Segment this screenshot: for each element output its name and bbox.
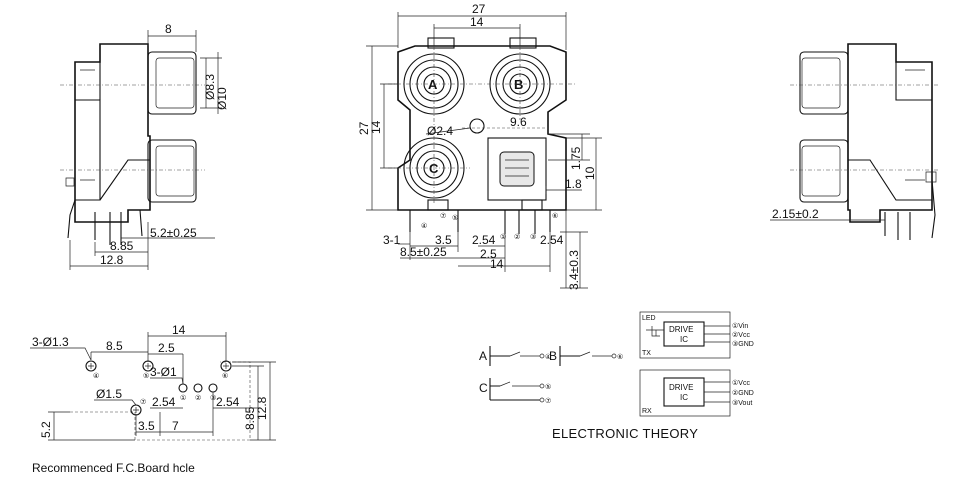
dim-128-label: 12.8 <box>100 253 124 267</box>
dim-14-height-label: 14 <box>369 120 383 134</box>
dim-85-label: 8.5±0.25 <box>400 245 447 259</box>
dim-10-label: 10 <box>583 166 597 180</box>
dim-96-label: 9.6 <box>510 115 527 129</box>
jack-b-label: B <box>514 77 523 92</box>
theory-drive-tx: DRIVE <box>669 325 693 334</box>
theory-led-label: LED <box>642 315 656 322</box>
pcb-dim-254a-label: 2.54 <box>152 395 176 409</box>
dim-175-label: 1.75 <box>569 146 583 170</box>
dim-215-label: 2.15±0.2 <box>772 207 819 221</box>
dim-14-inner-label: 14 <box>470 15 484 29</box>
svg-text:⑤: ⑤ <box>545 383 551 391</box>
dim-25-label: 2.5 <box>480 247 497 261</box>
rx-pin-1: ①Vcc <box>732 379 750 387</box>
svg-text:⑤: ⑤ <box>143 372 149 380</box>
electronic-theory: A ④ B ⑥ C ⑤ ⑦ LED TX DRIVE IC ①Vin ②Vcc … <box>479 311 754 441</box>
dim-d10-label: Ø10 <box>215 87 229 110</box>
pin-2-label: ② <box>514 234 520 241</box>
left-side-view: 8 Ø8.3 Ø10 5.2±0.25 8.85 12.8 <box>60 22 229 270</box>
svg-text:⑦: ⑦ <box>545 397 551 405</box>
dim-18-label: 1.8 <box>565 177 582 191</box>
theory-a-label: A <box>479 349 487 363</box>
svg-text:①: ① <box>180 394 186 402</box>
tx-pin-1: ①Vin <box>732 322 748 330</box>
svg-text:⑥: ⑥ <box>222 372 228 380</box>
pcb-dim-85-label: 8.5 <box>106 339 123 353</box>
theory-caption: ELECTRONIC THEORY <box>552 426 698 441</box>
tx-pin-3: ③GND <box>732 340 754 348</box>
pin-5-label: ⑤ <box>452 214 458 222</box>
pcb-caption: Recommenced F.C.Board hcle <box>32 461 195 475</box>
pin-4-label: ④ <box>421 222 427 230</box>
dim-27-height-label: 27 <box>357 121 371 135</box>
tx-pin-2: ②Vcc <box>732 332 750 339</box>
pcb-dim-7-label: 7 <box>172 419 179 433</box>
pcb-dim-885-label: 8.85 <box>243 406 257 430</box>
jack-a-label: A <box>428 77 438 92</box>
svg-text:⑥: ⑥ <box>617 353 623 361</box>
dim-31-label: 3-1 <box>383 233 401 247</box>
dim-254a-label: 2.54 <box>472 233 496 247</box>
rx-pin-3: ③Vout <box>732 399 752 407</box>
pcb-dim-15-label: Ø1.5 <box>96 387 122 401</box>
dim-254b-label: 2.54 <box>540 233 564 247</box>
pcb-dim-52-label: 5.2 <box>39 421 53 438</box>
theory-ic-tx: IC <box>680 335 688 344</box>
jack-c-label: C <box>429 161 439 176</box>
front-view: A B C 27 14 27 14 <box>357 2 602 290</box>
pin-1-label: ① <box>500 233 506 241</box>
dim-14b-label: 14 <box>490 257 504 271</box>
svg-text:②: ② <box>195 395 201 402</box>
svg-text:⑦: ⑦ <box>140 398 146 406</box>
dim-d24-label: Ø2.4 <box>427 124 453 138</box>
dim-52-label: 5.2±0.25 <box>150 226 197 240</box>
rx-pin-2: ②GND <box>732 390 754 397</box>
theory-ic-rx: IC <box>680 393 688 402</box>
pcb-dim-254b-label: 2.54 <box>216 395 240 409</box>
pcb-dim-holes13-label: 3-Ø1.3 <box>32 335 69 349</box>
theory-tx-label: TX <box>642 350 651 357</box>
pcb-dim-holes1-label: 3-Ø1 <box>150 365 177 379</box>
svg-text:④: ④ <box>545 353 551 361</box>
dim-885-label: 8.85 <box>110 239 134 253</box>
pcb-dim-128-label: 12.8 <box>255 396 269 420</box>
dim-34-label: 3.4±0.3 <box>567 250 581 290</box>
pcb-layout: ④ ⑤ ⑥ ⑦ ① ② ③ 3-Ø1.3 14 8.5 2.5 3-Ø1 Ø1.… <box>30 323 276 475</box>
dim-d83-label: Ø8.3 <box>203 74 217 100</box>
pin-7-label: ⑦ <box>440 212 446 220</box>
pcb-dim-35-label: 3.5 <box>138 419 155 433</box>
pin-3-label: ③ <box>530 233 536 241</box>
theory-b-label: B <box>549 349 557 363</box>
svg-text:④: ④ <box>93 372 99 380</box>
pcb-dim-14-label: 14 <box>172 323 186 337</box>
dim-27-width-label: 27 <box>472 2 486 16</box>
dim-8-label: 8 <box>165 22 172 36</box>
theory-rx-label: RX <box>642 408 652 415</box>
theory-drive-rx: DRIVE <box>669 383 693 392</box>
theory-c-label: C <box>479 381 488 395</box>
right-side-view: 2.15±0.2 <box>770 43 940 240</box>
dim-35-label: 3.5 <box>435 233 452 247</box>
pin-6-label: ⑥ <box>552 212 558 220</box>
pcb-dim-25-label: 2.5 <box>158 341 175 355</box>
